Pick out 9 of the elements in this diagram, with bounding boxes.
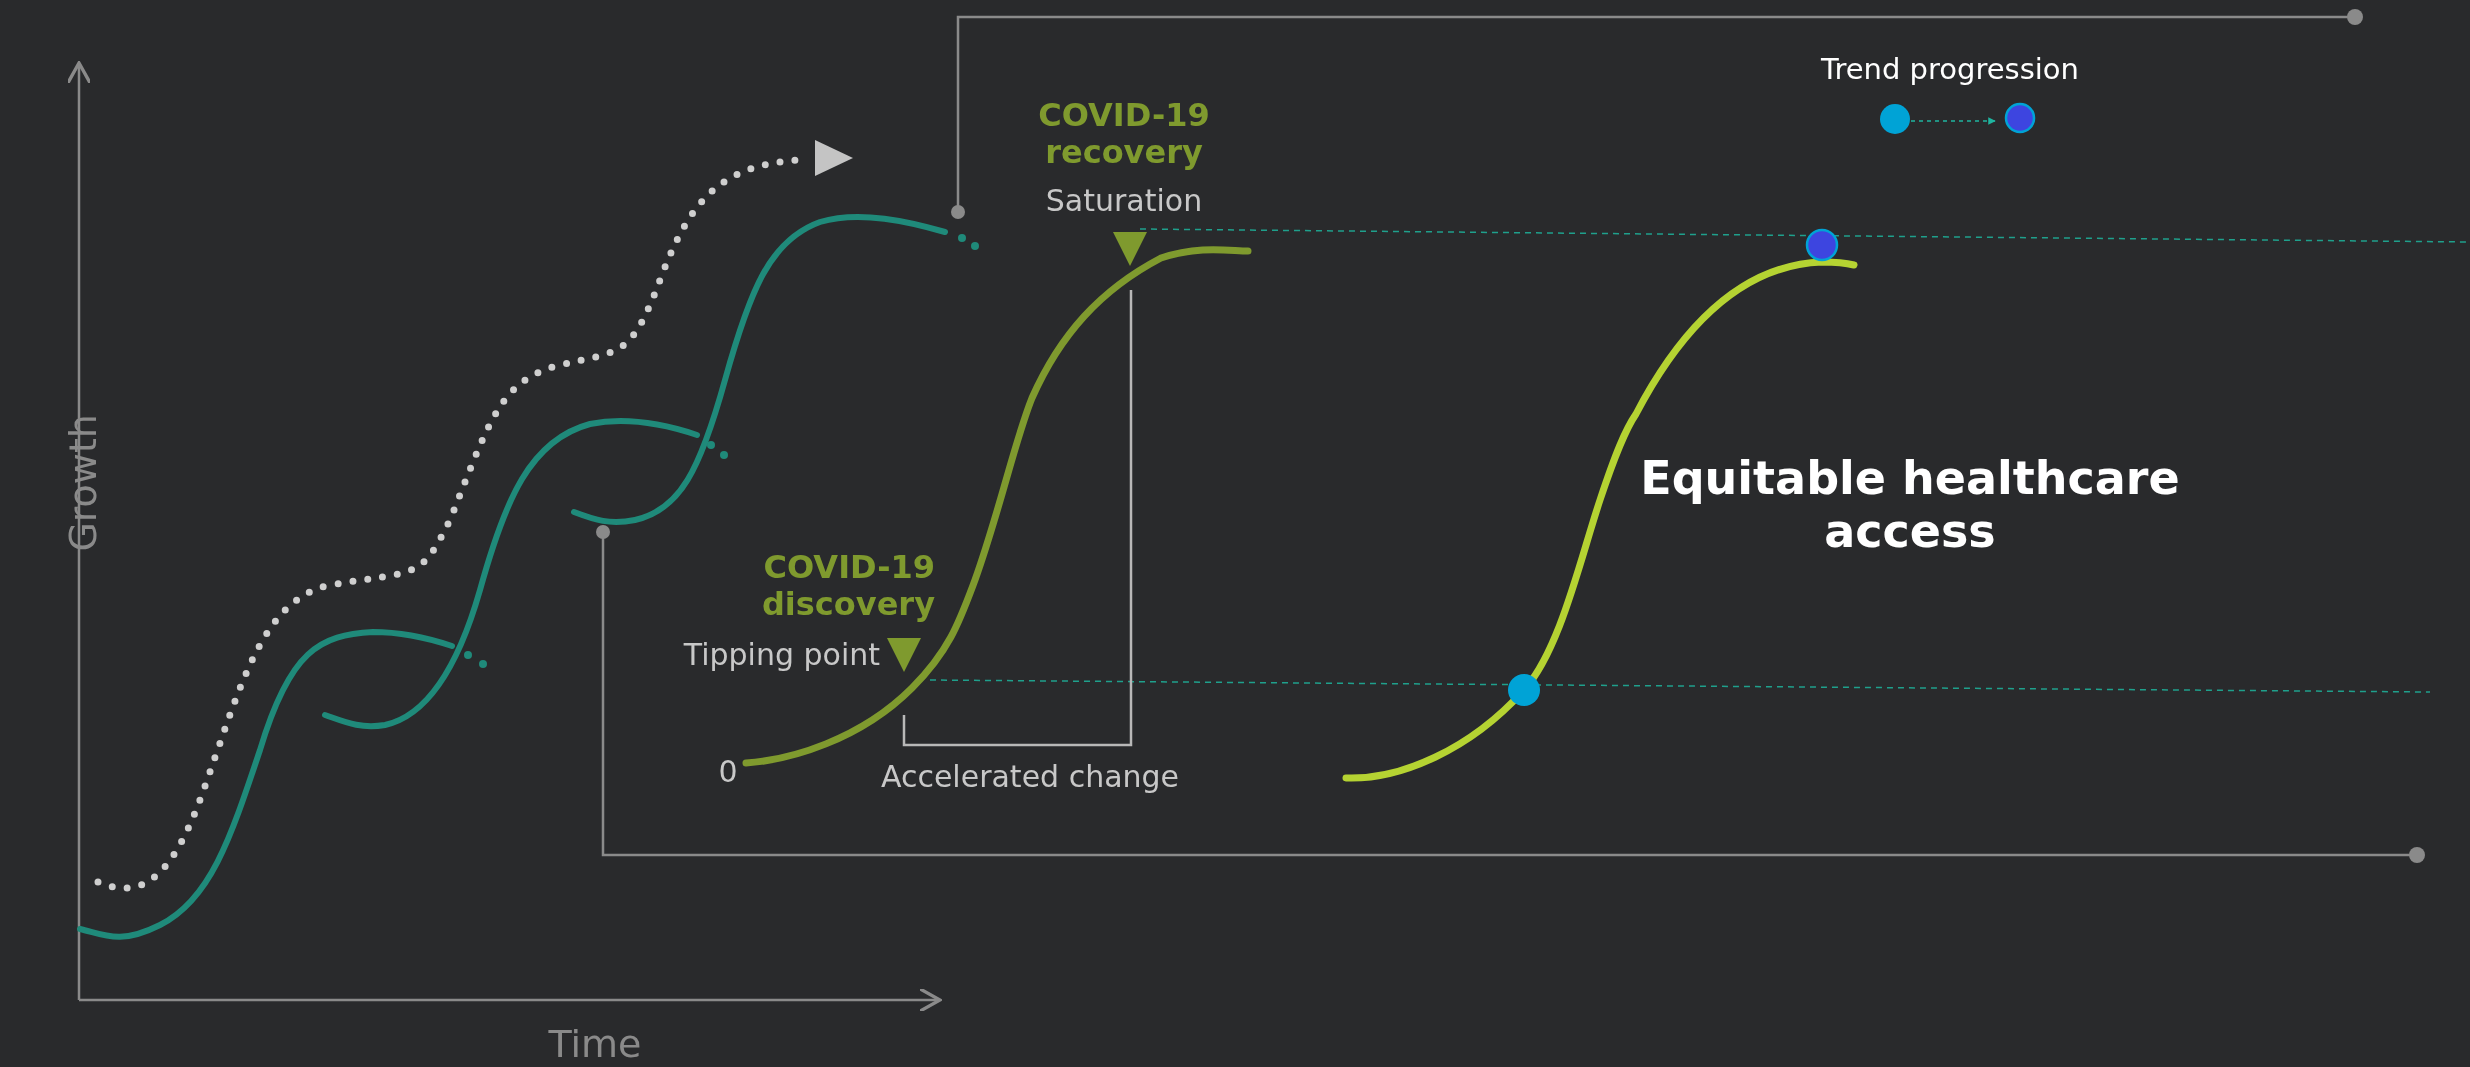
annotation-heading: COVID-19 discovery: [760, 549, 935, 623]
origin-label: 0: [718, 754, 738, 790]
axis-label: Time: [548, 1023, 642, 1067]
legend-label: Trend progression: [1821, 53, 2079, 87]
annotation-heading: COVID-19 recovery: [1037, 97, 1211, 171]
bracket-label: Accelerated change: [880, 759, 1180, 795]
annotation-text: Saturation: [1045, 183, 1203, 219]
curve-title: Equitable healthcare access: [1639, 452, 2181, 558]
annotation-text: Tipping point: [683, 637, 880, 673]
